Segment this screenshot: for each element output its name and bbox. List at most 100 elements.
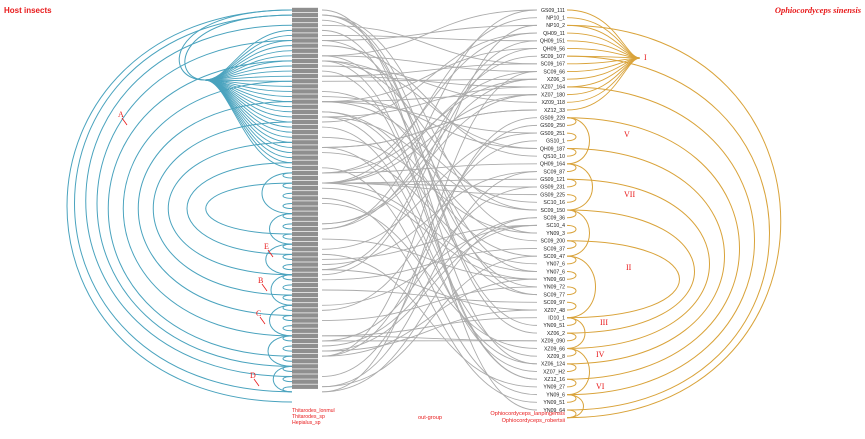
association-link (321, 70, 538, 380)
host-tree-branch (282, 335, 293, 342)
association-link (321, 60, 538, 211)
host-leaf-label (292, 221, 318, 227)
association-link (321, 187, 538, 280)
association-link (321, 63, 538, 77)
host-leaf-label (292, 236, 318, 242)
marker-pointer (121, 117, 128, 126)
fungus-leaf-label: XZ06_124 (541, 362, 565, 368)
fungus-tree-branch (566, 55, 770, 411)
fungus-leaf-label: XZ09_8 (547, 354, 565, 360)
fungus-tree-branch (566, 224, 577, 234)
fungus-leaf-label: GS09_251 (540, 131, 565, 137)
host-leaf-label (292, 252, 318, 257)
association-link (321, 9, 538, 411)
host-leaf-label (292, 84, 318, 89)
fungus-leaf-label: SC09_107 (540, 54, 565, 60)
host-tree-branch (204, 79, 293, 138)
left-title: Host insects (4, 6, 52, 15)
host-leaf-label (292, 155, 318, 160)
fungus-tree-branch (566, 147, 725, 365)
association-link (321, 224, 538, 260)
host-leaf-label (292, 104, 318, 109)
host-leaf-label (292, 384, 318, 389)
association-link (321, 101, 538, 203)
host-leaf-labels: Thitarodes_lonmulThitarodes_spHepialus_s… (292, 7, 335, 426)
host-leaf-label (292, 79, 318, 84)
fungus-outgroup-label: Ophiocordyceps_lanpingensis (490, 411, 565, 417)
association-link (321, 286, 538, 321)
host-tree-branch (282, 325, 293, 332)
association-link (321, 32, 538, 123)
host-leaf-label (292, 140, 318, 145)
host-node-marker: E (264, 242, 269, 251)
host-outgroup-label: Thitarodes_sp (292, 414, 325, 420)
fungus-leaf-label: XZ06_2 (547, 331, 565, 337)
fungus-leaf-label: GS09_229 (540, 115, 565, 121)
host-leaf-label (292, 135, 318, 140)
fungus-leaf-label: NP10_2 (546, 23, 565, 29)
fungus-leaf-label: YN07_6 (546, 262, 565, 268)
association-link (321, 78, 538, 174)
host-leaf-label (292, 119, 318, 125)
association-link (321, 224, 538, 352)
fungus-leaf-label: GS09_111 (541, 8, 565, 14)
fungus-tree-branch (566, 178, 710, 349)
host-leaf-label (292, 308, 318, 313)
fungus-leaf-label: GS09_225 (540, 192, 565, 198)
association-link (321, 55, 538, 72)
fungus-tree-branch (566, 363, 577, 373)
host-leaf-label (292, 94, 318, 99)
fungus-tree-branch (566, 24, 782, 419)
association-link (321, 9, 538, 230)
host-leaf-label (292, 247, 318, 252)
association-link (321, 278, 538, 357)
host-leaf-label (292, 303, 318, 308)
association-link (321, 116, 538, 357)
host-leaf-label (292, 348, 318, 354)
fungus-tree-branch (566, 255, 596, 319)
association-link (321, 94, 538, 184)
host-leaf-label (292, 12, 318, 18)
fungus-leaf-label: XZ09_66 (544, 346, 565, 352)
host-leaf-label (292, 28, 318, 33)
host-leaf-label (292, 7, 318, 13)
fungus-tree-branch (566, 147, 577, 157)
fungus-leaf-label: XZ09_090 (541, 339, 565, 345)
host-tree-branch (205, 182, 293, 235)
fungus-leaf-label: XZ07_48 (544, 308, 565, 314)
association-link (321, 60, 538, 149)
association-link (321, 116, 538, 211)
host-leaf-label (292, 170, 318, 176)
fungus-leaf-label: SC09_47 (543, 254, 565, 260)
host-leaf-label (292, 267, 318, 272)
host-tree-branch (282, 253, 293, 260)
host-node-marker: C (256, 309, 261, 318)
host-leaf-label (292, 165, 318, 171)
fungus-tree-branch (566, 17, 641, 59)
fungus-leaf-label: SC09_37 (543, 246, 565, 252)
host-tree-branch (282, 345, 293, 352)
host-leaf-label (292, 99, 318, 104)
host-leaf-label (292, 257, 318, 262)
fungus-leaf-label: SC10_4 (546, 223, 565, 229)
association-link (321, 248, 538, 281)
host-leaf-label (292, 48, 318, 53)
association-link (321, 132, 538, 250)
host-leaf-label (292, 191, 318, 196)
association-link (321, 94, 538, 103)
association-link (321, 29, 538, 365)
association-link (321, 255, 538, 388)
association-link (321, 269, 538, 311)
host-leaf-label (292, 124, 318, 130)
fungus-leaf-label: SC09_97 (543, 300, 565, 306)
host-tree-branch (282, 243, 293, 250)
host-tree-branch (267, 335, 293, 367)
fungus-leaf-label: GS09_231 (540, 185, 565, 191)
fungus-tree-branch (566, 409, 577, 419)
host-tree-branch (282, 314, 293, 322)
fungus-leaf-label: SC09_200 (540, 239, 565, 245)
fungus-tree-branch (566, 194, 577, 203)
association-link (321, 109, 538, 148)
